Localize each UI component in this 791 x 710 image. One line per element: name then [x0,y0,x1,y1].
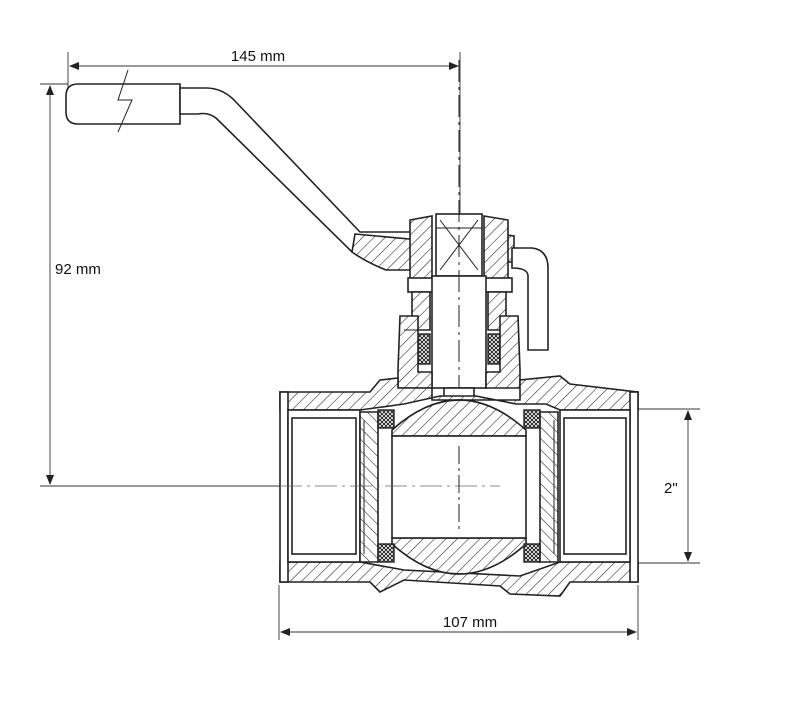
dimension-thread-size-label: 2" [664,480,678,497]
stem-packing-left [417,333,431,365]
dimension-body-length-label: 107 mm [443,614,497,631]
lever-root-section [351,233,421,271]
left-seat-ring [359,411,379,563]
stem-assembly [407,60,513,421]
dimension-handle-length: 145 mm [67,48,461,215]
neck-left [397,315,433,389]
right-thread [563,417,627,555]
ball-top [391,399,527,437]
dimension-height-label: 92 mm [55,261,101,278]
seat-bottom-right [523,543,541,563]
seat-top-left [377,409,395,429]
body-top-wall [279,375,639,411]
lever-stop [511,247,549,351]
stem-nut-left [409,215,433,281]
dimension-body-length: 107 mm [278,585,639,640]
body-neck [397,315,521,389]
ball [377,399,541,575]
dimension-handle-length-label: 145 mm [231,48,285,65]
stem-nut-right [483,215,509,281]
right-seat-ring [539,411,559,563]
seat-bottom-left [377,543,395,563]
body-left-end [279,391,289,583]
handle-grip [65,83,181,125]
stem-packing-right [487,333,501,365]
seat-top-right [523,409,541,429]
lever-arm [179,87,421,253]
break-mark [117,69,133,133]
neck-right [485,315,521,389]
ball-bottom [391,537,527,575]
body-right-end [629,391,639,583]
